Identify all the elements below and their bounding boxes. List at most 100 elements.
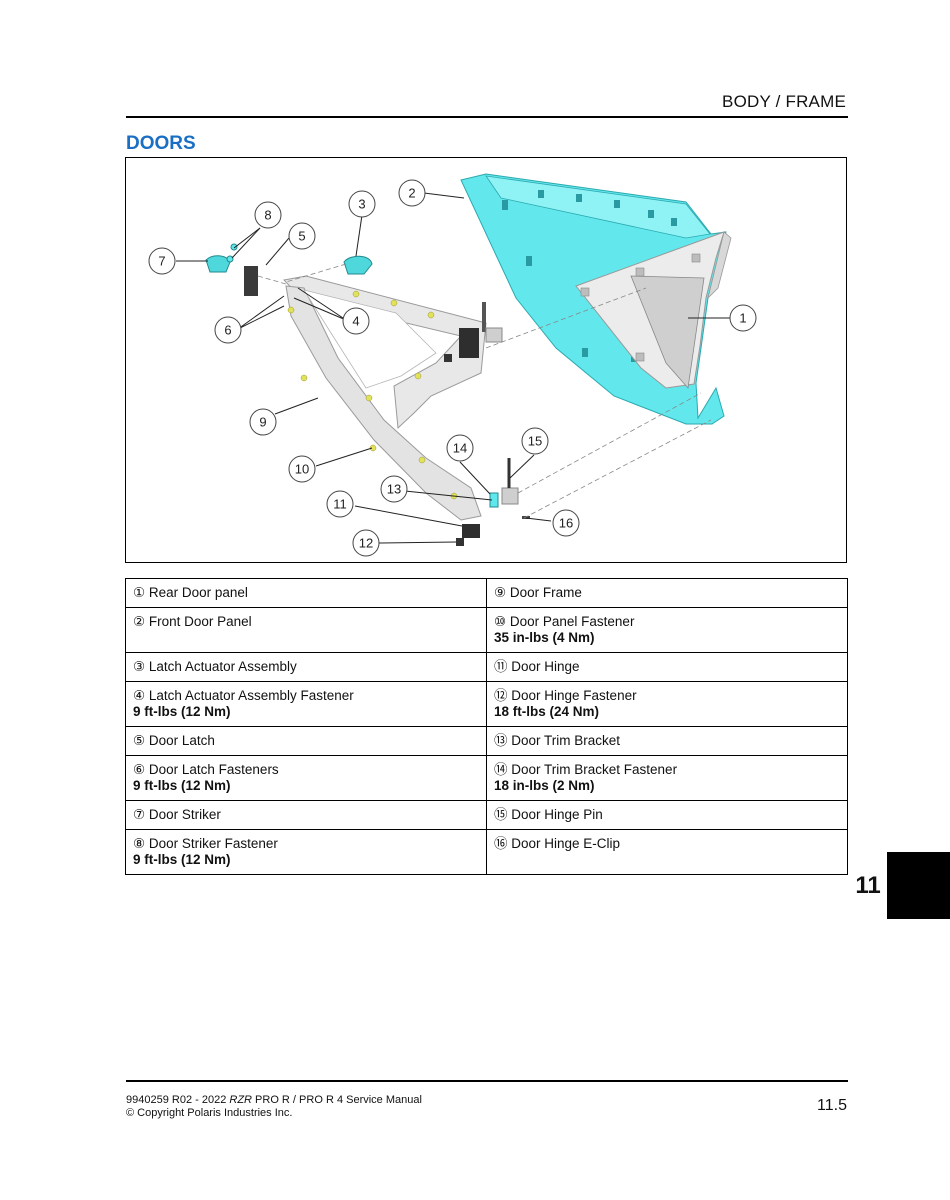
legend-cell-left: ② Front Door Panel	[125, 607, 487, 653]
callout-13: 13	[380, 475, 408, 503]
callout-8: 8	[254, 201, 282, 229]
svg-text:5: 5	[298, 229, 305, 244]
footer-rule	[126, 1080, 848, 1082]
callout-12: 12	[352, 529, 380, 557]
legend-item-name: Door Hinge E-Clip	[511, 836, 621, 851]
legend-item-number: ⑮	[494, 807, 508, 822]
legend-item-name: Door Striker Fastener	[148, 836, 278, 851]
callout-6: 6	[214, 316, 242, 344]
legend-item-name: Door Trim Bracket	[511, 733, 621, 748]
legend-item-name: Door Frame	[509, 585, 582, 600]
legend-item-torque-spec: 9 ft-lbs (12 Nm)	[133, 852, 231, 867]
callout-11: 11	[326, 490, 354, 518]
exploded-view-figure: 1 2 3 4 5 6 7 8 9 10 11 12 13 14 15 16	[125, 157, 847, 563]
legend-item-number: ⑬	[494, 733, 508, 748]
svg-text:13: 13	[387, 482, 401, 497]
legend-item-name: Door Latch	[148, 733, 215, 748]
svg-text:16: 16	[559, 516, 573, 531]
legend-cell-right: ⑬ Door Trim Bracket	[486, 726, 848, 756]
legend-cell-left: ⑦ Door Striker	[125, 800, 487, 830]
legend-item-number: ⑯	[494, 836, 508, 851]
svg-text:7: 7	[158, 254, 165, 269]
legend-item-name: Door Hinge	[511, 659, 580, 674]
legend-item-number: ⑤	[133, 733, 146, 748]
callout-14: 14	[446, 434, 474, 462]
page-number: 11.5	[817, 1097, 847, 1114]
callout-16: 16	[552, 509, 580, 537]
footer-copyright: © Copyright Polaris Industries Inc.	[126, 1107, 293, 1119]
alignment-lines	[257, 263, 712, 519]
legend-cell-right: ⑪ Door Hinge	[486, 652, 848, 682]
legend-cell-right: ⑨ Door Frame	[486, 578, 848, 608]
callout-5: 5	[288, 222, 316, 250]
svg-text:11: 11	[333, 497, 347, 512]
legend-item-name: Door Hinge Pin	[511, 807, 603, 822]
legend-item-name: Latch Actuator Assembly Fastener	[148, 688, 354, 703]
legend-item-torque-spec: 9 ft-lbs (12 Nm)	[133, 704, 231, 719]
svg-text:9: 9	[259, 415, 266, 430]
svg-text:10: 10	[295, 462, 309, 477]
svg-text:15: 15	[528, 434, 542, 449]
legend-item-number: ⑨	[494, 585, 507, 600]
callout-7: 7	[148, 247, 176, 275]
legend-item-number: ⑦	[133, 807, 146, 822]
legend-item-number: ⑫	[494, 688, 508, 703]
footer-manual-title: 9940259 R02 - 2022 RZR PRO R / PRO R 4 S…	[126, 1094, 422, 1106]
legend-item-number: ③	[133, 659, 146, 674]
legend-item-number: ①	[133, 585, 146, 600]
callout-9: 9	[249, 408, 277, 436]
legend-item-torque-spec: 9 ft-lbs (12 Nm)	[133, 778, 231, 793]
legend-item-torque-spec: 35 in-lbs (4 Nm)	[494, 630, 595, 645]
svg-text:1: 1	[739, 311, 746, 326]
legend-item-torque-spec: 18 ft-lbs (24 Nm)	[494, 704, 600, 719]
legend-item-name: Door Striker	[148, 807, 221, 822]
legend-item-number: ⑩	[494, 614, 507, 629]
footer-doc-info: 9940259 R02 - 2022 RZR PRO R / PRO R 4 S…	[126, 1094, 422, 1120]
svg-text:14: 14	[453, 441, 467, 456]
page-heading: DOORS	[126, 133, 196, 154]
legend-cell-left: ① Rear Door panel	[125, 578, 487, 608]
chapter-tab	[887, 852, 950, 919]
callout-15: 15	[521, 427, 549, 455]
chapter-number: 11	[855, 872, 881, 899]
legend-item-name: Door Latch Fasteners	[148, 762, 279, 777]
legend-cell-left: ③ Latch Actuator Assembly	[125, 652, 487, 682]
legend-item-number: ⑪	[494, 659, 508, 674]
legend-cell-right: ⑯ Door Hinge E-Clip	[486, 829, 848, 875]
svg-text:2: 2	[408, 186, 415, 201]
callout-10: 10	[288, 455, 316, 483]
rear-door-panel-shape	[575, 231, 732, 389]
legend-item-name: Door Panel Fastener	[509, 614, 635, 629]
svg-text:4: 4	[352, 314, 359, 329]
header-rule	[126, 116, 848, 118]
legend-cell-left: ⑤ Door Latch	[125, 726, 487, 756]
legend-item-number: ⑭	[494, 762, 508, 777]
leader-lines	[176, 192, 730, 544]
legend-item-name: Door Trim Bracket Fastener	[511, 762, 678, 777]
svg-text:8: 8	[264, 208, 271, 223]
legend-item-number: ⑥	[133, 762, 146, 777]
legend-item-name: Rear Door panel	[148, 585, 248, 600]
legend-item-torque-spec: 18 in-lbs (2 Nm)	[494, 778, 595, 793]
callout-4: 4	[342, 307, 370, 335]
legend-item-name: Front Door Panel	[148, 614, 252, 629]
legend-item-number: ⑧	[133, 836, 146, 851]
door-assembly-illustration: 1 2 3 4 5 6 7 8 9 10 11 12 13 14 15 16	[148, 173, 757, 557]
legend-cell-right: ⑮ Door Hinge Pin	[486, 800, 848, 830]
callout-3: 3	[348, 190, 376, 218]
latch-hardware-shapes	[205, 243, 530, 546]
callout-2: 2	[398, 179, 426, 207]
